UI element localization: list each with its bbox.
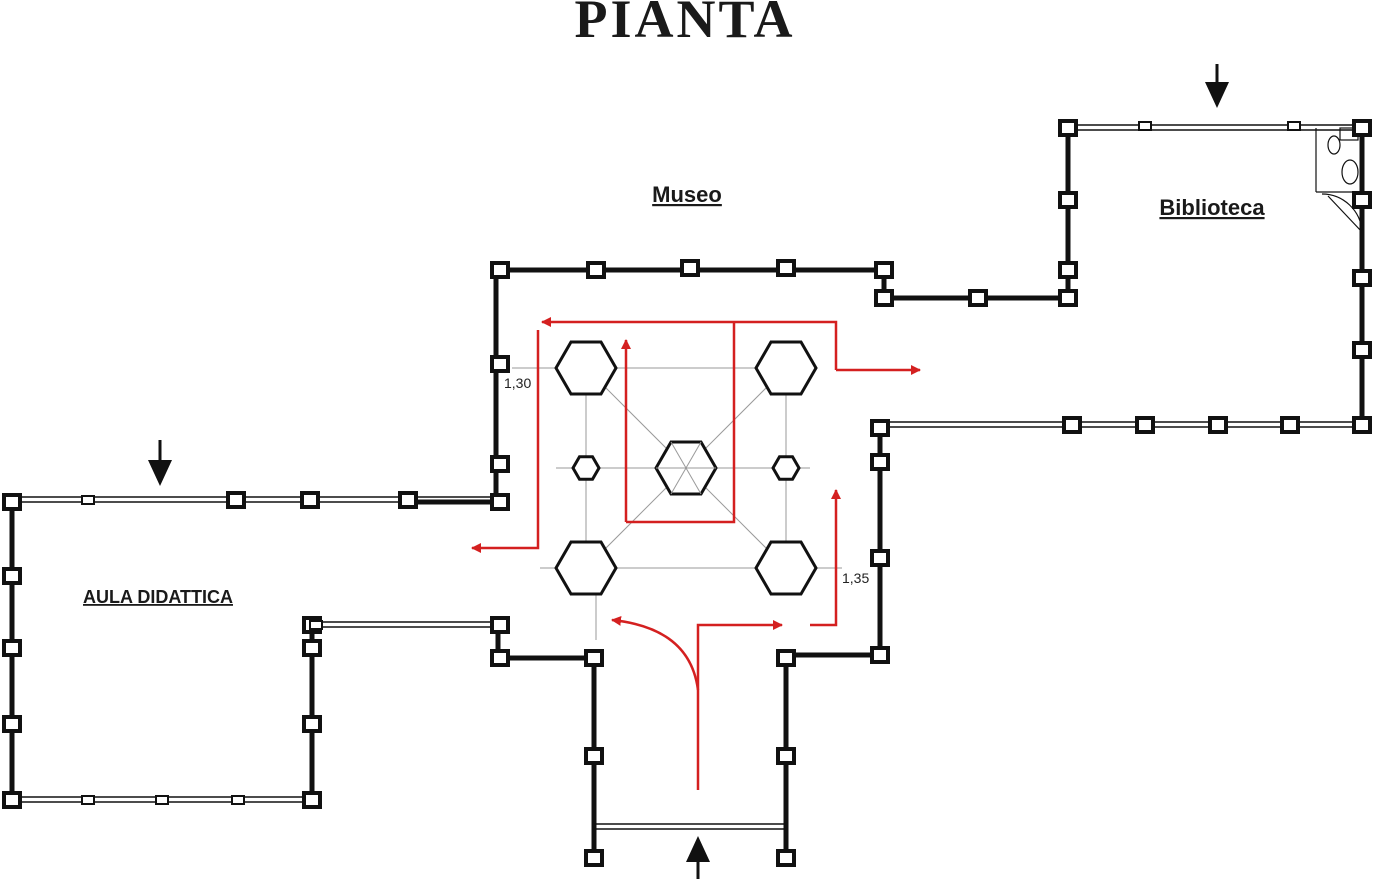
column-marker — [490, 493, 510, 511]
column-marker — [300, 491, 320, 509]
column-marker — [1058, 289, 1078, 307]
window-post — [81, 495, 95, 505]
column-marker — [776, 747, 796, 765]
room-label-biblioteca: Biblioteca — [1159, 195, 1265, 220]
hexagon-icon — [571, 455, 601, 481]
column-marker — [226, 491, 246, 509]
column-marker — [490, 616, 510, 634]
column-marker — [302, 791, 322, 809]
column-marker — [874, 289, 894, 307]
dimension-label-left: 1,30 — [504, 375, 531, 391]
column-marker — [586, 261, 606, 279]
column-marker — [870, 453, 890, 471]
wall-columns — [2, 119, 1372, 867]
column-marker — [1135, 416, 1155, 434]
room-label-aula-didattica: AULA DIDATTICA — [83, 587, 233, 607]
window-post — [1138, 121, 1152, 131]
column-marker — [490, 261, 510, 279]
column-marker — [680, 259, 700, 277]
column-marker — [1352, 416, 1372, 434]
column-marker — [968, 289, 988, 307]
window-post — [1287, 121, 1301, 131]
column-marker — [302, 639, 322, 657]
column-marker — [1062, 416, 1082, 434]
window-post — [155, 795, 169, 805]
column-marker — [1058, 119, 1078, 137]
plan-title: PIANTA — [574, 0, 795, 49]
column-marker — [490, 355, 510, 373]
window-post — [309, 620, 323, 630]
column-marker — [490, 649, 510, 667]
column-marker — [1208, 416, 1228, 434]
structure-grid — [512, 367, 842, 640]
column-marker — [490, 455, 510, 473]
hexagonal-pillars — [554, 340, 818, 596]
entrance-arrow-main — [686, 836, 710, 879]
column-marker — [302, 715, 322, 733]
column-marker — [1352, 119, 1372, 137]
column-marker — [2, 639, 22, 657]
column-marker — [1058, 261, 1078, 279]
column-marker — [776, 649, 796, 667]
column-marker — [2, 493, 22, 511]
hexagon-icon — [754, 340, 818, 396]
window-post — [231, 795, 245, 805]
column-marker — [584, 649, 604, 667]
column-marker — [584, 747, 604, 765]
entrance-arrow-biblioteca — [1205, 64, 1229, 108]
column-marker — [1352, 269, 1372, 287]
window-post — [81, 795, 95, 805]
column-marker — [1352, 341, 1372, 359]
column-marker — [1058, 191, 1078, 209]
dimension-label-right: 1,35 — [842, 570, 869, 586]
hexagon-icon — [554, 340, 618, 396]
column-marker — [776, 849, 796, 867]
room-label-museo: Museo — [652, 182, 722, 207]
column-marker — [870, 419, 890, 437]
column-marker — [2, 715, 22, 733]
column-marker — [2, 791, 22, 809]
column-marker — [1352, 191, 1372, 209]
entrance-arrow-aula — [148, 440, 172, 486]
column-marker — [584, 849, 604, 867]
visitor-path — [471, 317, 921, 790]
hexagon-icon — [754, 540, 818, 596]
column-marker — [776, 259, 796, 277]
column-marker — [870, 549, 890, 567]
column-marker — [874, 261, 894, 279]
column-marker — [2, 567, 22, 585]
pillar-detail-line — [670, 441, 702, 495]
hexagon-icon — [554, 540, 618, 596]
hexagon-icon — [771, 455, 801, 481]
bathroom-fixtures — [1315, 127, 1363, 233]
column-marker — [1280, 416, 1300, 434]
column-marker — [870, 646, 890, 664]
column-marker — [398, 491, 418, 509]
